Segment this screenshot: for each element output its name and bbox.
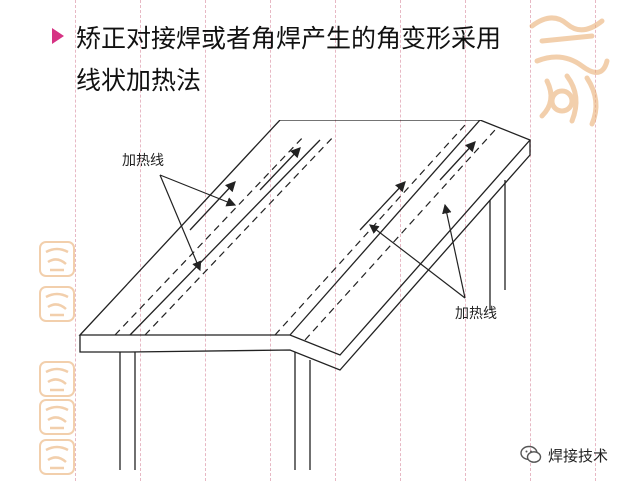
- direction-arrows: [189, 141, 476, 231]
- wechat-logo-icon: [520, 445, 542, 463]
- wechat-watermark: 焊接技术: [520, 444, 608, 466]
- small-seal-icon: [39, 241, 75, 277]
- heating-line-diagram: 加热线 加热线: [78, 120, 532, 470]
- small-seal-icon: [39, 439, 75, 475]
- heating-line-label-left: 加热线: [122, 153, 164, 169]
- left-web: [119, 352, 136, 470]
- heating-line-label-right: 加热线: [455, 306, 497, 322]
- triangle-bullet-icon: [52, 28, 64, 44]
- small-seal-icon: [39, 361, 75, 397]
- account-name: 焊接技术: [548, 446, 609, 465]
- calligraphy-seal-icon: [529, 15, 610, 127]
- label-pointers: [159, 174, 466, 299]
- middle-web: [294, 352, 311, 470]
- small-seal-icon: [39, 286, 75, 322]
- plate-front-edge: [79, 140, 531, 371]
- plate-outline: [78, 120, 532, 356]
- title-line-2: 线状加热法: [76, 66, 202, 95]
- right-web: [489, 180, 506, 310]
- title-line-1: 矫正对接焊或者角焊产生的角变形采用: [76, 24, 502, 53]
- small-seal-icon: [39, 399, 75, 435]
- heating-lines: [114, 124, 496, 341]
